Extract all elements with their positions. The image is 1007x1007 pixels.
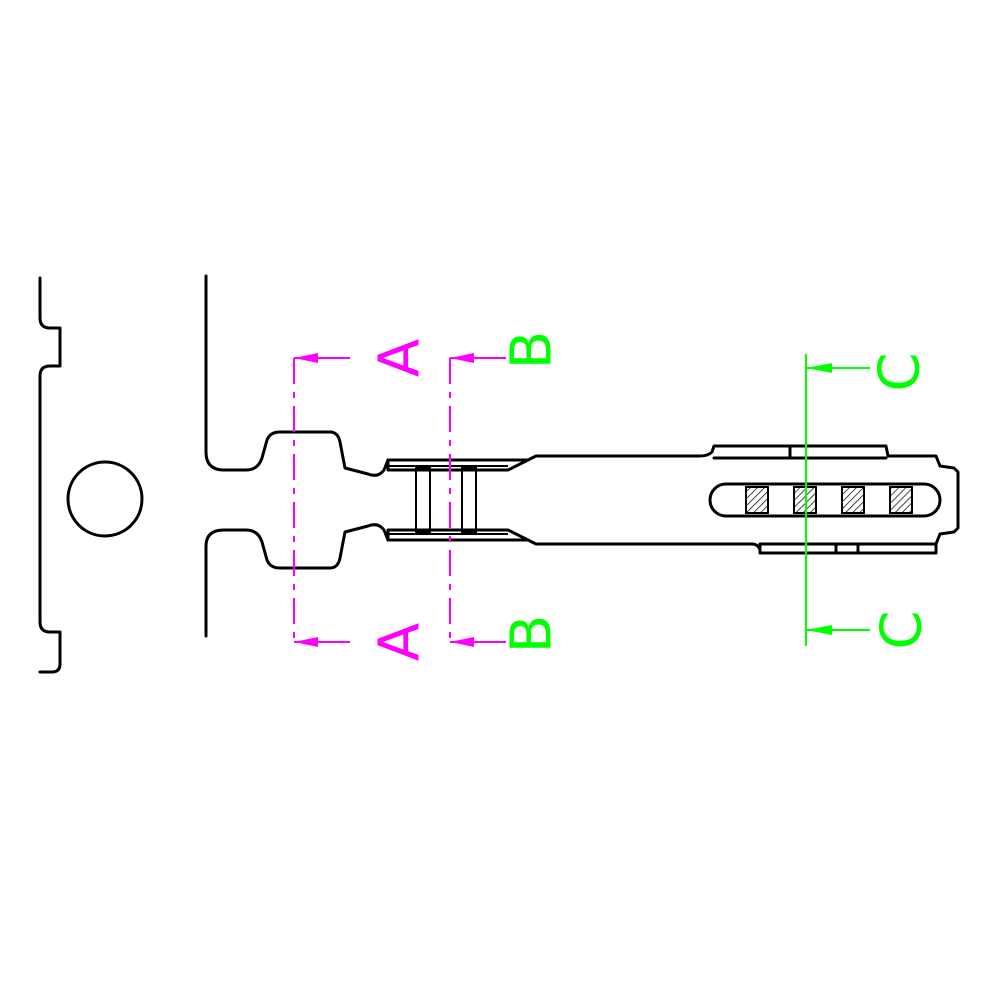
section-c-label-top: C — [868, 352, 933, 391]
carrier-strip-edge — [38, 276, 62, 674]
contact-slot — [708, 482, 942, 518]
section-line-b — [449, 353, 506, 647]
hatched-section-3 — [841, 486, 865, 514]
section-c-label-bottom: C — [870, 610, 935, 649]
carrier-strip-tab-bottom — [204, 523, 530, 638]
section-line-c — [805, 354, 870, 646]
section-line-a — [293, 353, 350, 647]
hatched-section-4 — [889, 486, 913, 514]
section-b-label-bottom: B — [500, 615, 565, 653]
carrier-strip-tab-top — [204, 274, 530, 477]
section-a-label-bottom: A — [368, 623, 433, 661]
section-b-label-top: B — [500, 331, 565, 369]
hatched-section-1 — [745, 486, 769, 514]
barrel-top-edge — [386, 444, 960, 555]
pilot-hole — [66, 460, 144, 538]
crimp-serration-1 — [415, 467, 431, 533]
section-a-label-top: A — [368, 339, 433, 377]
crimp-serration-2 — [461, 467, 477, 533]
barrel-bottom-edge — [386, 528, 762, 552]
